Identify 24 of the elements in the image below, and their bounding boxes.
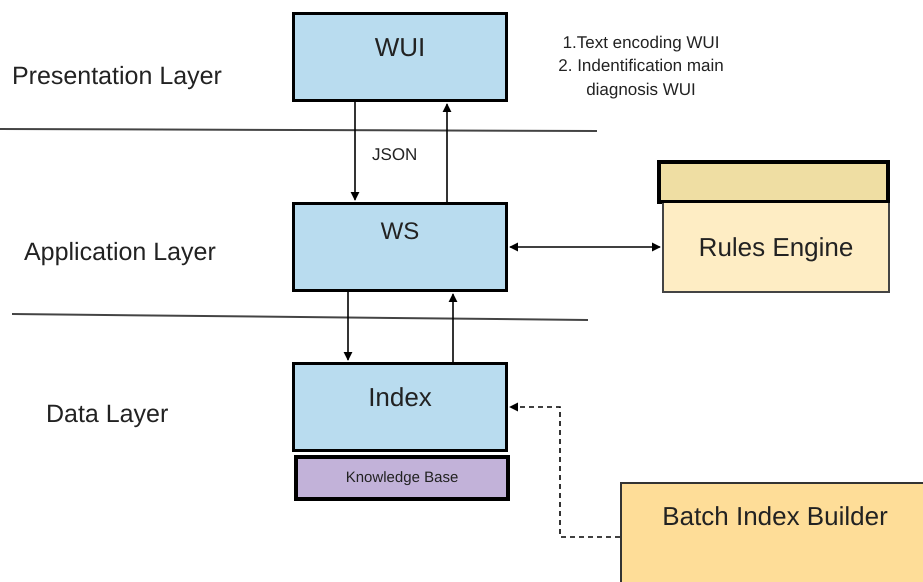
process-box: [620, 482, 923, 582]
node-label: Knowledge Base: [346, 468, 458, 488]
node-label: Index: [368, 381, 432, 414]
layer-label: Presentation Layer: [12, 61, 222, 92]
process-box: [292, 202, 508, 292]
node-label: Batch Index Builder: [662, 500, 888, 532]
arrow: [448, 293, 458, 362]
header-box: [657, 160, 890, 204]
process-box: [292, 12, 508, 102]
arrow: [509, 242, 661, 252]
database-box: [294, 455, 510, 501]
arrow: [350, 102, 360, 201]
note-text: 1.Text encoding WUI: [562, 32, 720, 54]
node-label: WUI: [374, 31, 426, 64]
arrow: [509, 402, 620, 538]
node-label: WS: [380, 217, 420, 247]
node-label: Rules Engine: [698, 230, 854, 264]
arrow: [442, 103, 452, 202]
process-box: [292, 362, 508, 452]
process-box: [662, 203, 890, 293]
layer-label: Data Layer: [46, 399, 168, 430]
arrow: [344, 292, 352, 361]
note-text: 2. Indentification main diagnosis WUI: [557, 55, 725, 101]
layer-label: Application Layer: [24, 237, 216, 268]
